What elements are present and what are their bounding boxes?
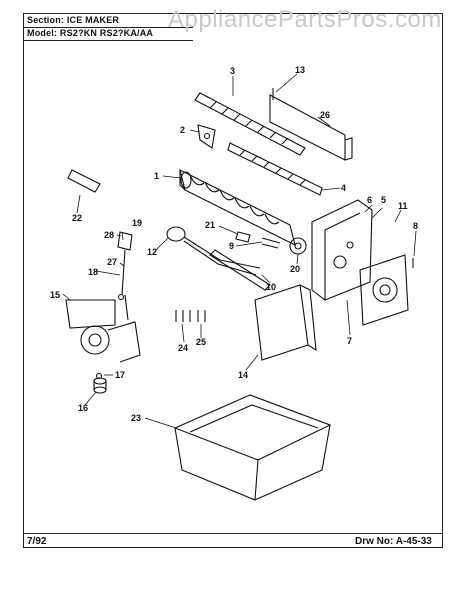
callout-6: 6 [367,195,372,205]
callout-13: 13 [295,65,305,75]
footer-divider [23,533,443,534]
callout-11: 11 [398,201,408,211]
part-bracket [197,124,216,149]
callout-8: 8 [413,221,418,231]
part-nut [93,377,107,394]
section-heading: Section: ICE MAKER [27,15,119,25]
callout-17: 17 [115,370,125,380]
section-label: Section: [27,15,65,25]
part-harness [209,249,271,291]
header-divider-2 [23,40,193,41]
callout-28: 28 [104,230,114,240]
header-divider [23,27,193,28]
callout-14: 14 [238,370,248,380]
drawing-number: Drw No: A-45-33 [355,536,432,547]
callout-10: 10 [266,282,276,292]
part-screws-24 [175,310,191,322]
part-cover [269,88,353,161]
callout-2: 2 [180,125,185,135]
part-mounting-plate [359,254,409,326]
part-screws-25 [197,310,206,322]
callout-1: 1 [154,171,159,181]
drawing-frame [23,13,443,548]
callout-20: 20 [290,264,300,274]
callout-21: 21 [205,220,215,230]
callout-15: 15 [50,290,60,300]
callout-23: 23 [131,413,141,423]
part-connector [261,237,281,249]
callout-7: 7 [347,336,352,346]
model-heading: Model: RS2?KN RS2?KA/AA [27,28,153,38]
part-stripper [227,142,323,196]
part-water-valve [65,294,141,363]
callout-26: 26 [320,110,330,120]
callout-25: 25 [196,337,206,347]
callout-5: 5 [381,195,386,205]
part-fill-cup [117,231,133,301]
part-thermostat [166,226,261,276]
part-control-housing [311,199,373,301]
callout-22: 22 [72,213,82,223]
callout-27: 27 [107,257,117,267]
part-motor [289,237,307,255]
part-insulation-block [254,284,317,361]
drawing-date: 7/92 [27,536,47,547]
callout-3: 3 [230,66,235,76]
callout-9: 9 [229,241,234,251]
callout-18: 18 [88,267,98,277]
callout-19: 19 [132,218,142,228]
callout-12: 12 [147,247,157,257]
part-ejector [194,92,306,156]
part-ice-bin [173,394,332,501]
callout-4: 4 [341,183,346,193]
model-label: Model: [27,28,58,38]
part-fill-tube [67,169,101,193]
callout-24: 24 [178,343,188,353]
callout-16: 16 [78,403,88,413]
section-value: ICE MAKER [66,15,120,25]
watermark: AppliancePartsPros.com [168,6,442,33]
part-clip [235,231,251,243]
model-value: RS2?KN RS2?KA/AA [59,28,154,38]
